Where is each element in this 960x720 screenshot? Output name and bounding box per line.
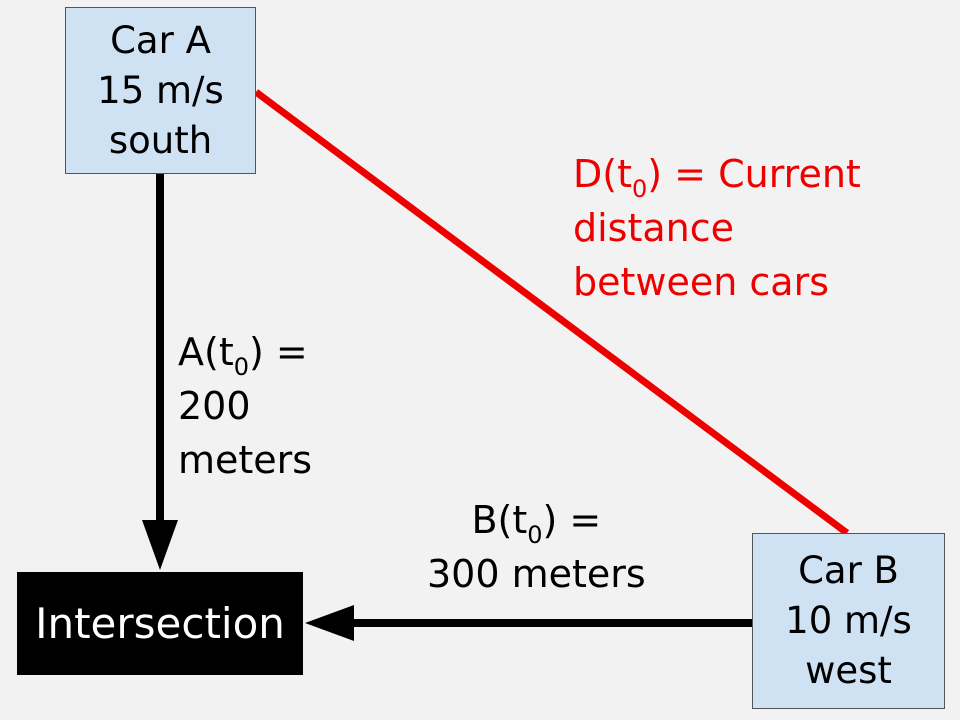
distance-a-label: A(t0) = 200 meters — [178, 325, 312, 487]
car-b-box: Car B 10 m/s west — [752, 533, 945, 709]
distance-a-prefix: A(t — [178, 330, 234, 374]
distance-d-line2: distance — [573, 206, 735, 250]
distance-a-unit: meters — [178, 438, 313, 482]
intersection-label: Intersection — [35, 599, 285, 648]
distance-a-value: 200 — [178, 384, 251, 428]
arrow-head-a — [142, 520, 178, 570]
arrow-head-b — [305, 605, 354, 641]
car-a-speed: 15 m/s — [97, 68, 224, 112]
distance-a-suffix: ) = — [249, 330, 308, 374]
car-b-direction: west — [805, 649, 892, 692]
distance-a-subscript: 0 — [233, 353, 250, 381]
car-b-name: Car B — [798, 549, 899, 592]
distance-d-label: D(t0) = Current distance between cars — [573, 147, 861, 309]
distance-b-subscript: 0 — [527, 521, 543, 549]
car-a-direction: south — [108, 118, 213, 162]
distance-d-suffix: ) = Current — [647, 152, 861, 196]
distance-b-label: B(t0) = 300 meters — [427, 493, 646, 601]
car-b-speed: 10 m/s — [785, 599, 912, 642]
distance-line-d — [253, 89, 850, 536]
distance-d-line3: between cars — [573, 260, 829, 304]
distance-d-prefix: D(t — [573, 152, 632, 196]
car-a-box: Car A 15 m/s south — [65, 7, 256, 174]
distance-d-subscript: 0 — [632, 175, 648, 203]
distance-b-prefix: B(t — [471, 498, 528, 542]
intersection-box: Intersection — [17, 572, 303, 675]
distance-b-value: 300 meters — [427, 552, 646, 596]
distance-b-suffix: ) = — [542, 498, 602, 542]
car-a-name: Car A — [110, 18, 211, 62]
